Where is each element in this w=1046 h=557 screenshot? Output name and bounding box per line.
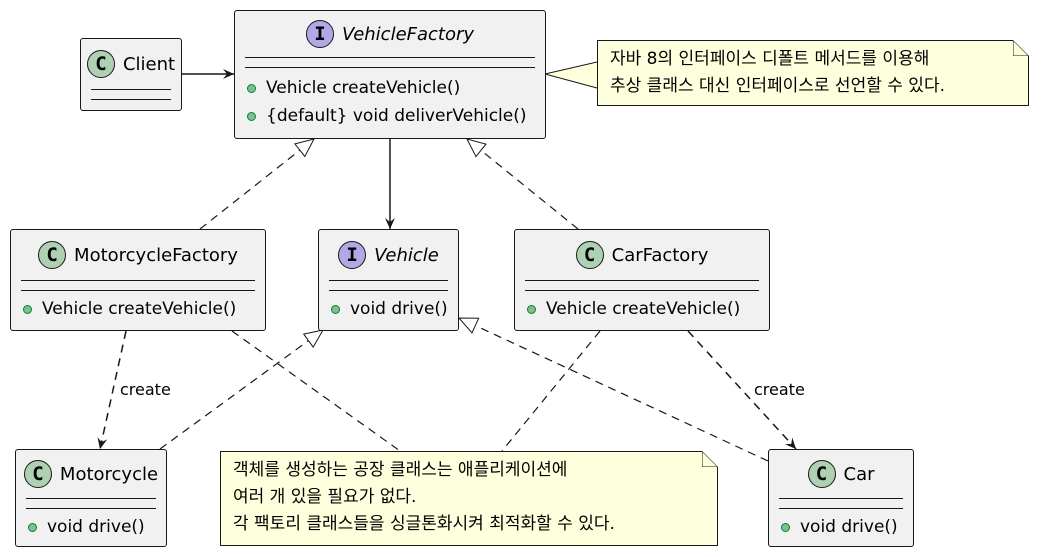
method-create-vehicle: Vehicle createVehicle() (515, 295, 769, 323)
car-realization-edge (459, 317, 769, 462)
note-line: 각 팩토리 클래스들을 싱글톤화시켜 최적화할 수 있다. (233, 514, 615, 534)
class-badge-icon: C (86, 50, 115, 78)
method-drive: void drive() (319, 295, 458, 323)
public-method-icon (247, 83, 256, 93)
public-method-icon (247, 111, 256, 121)
class-badge-icon: C (23, 460, 52, 488)
interface-note-pointer (545, 62, 597, 88)
vehicle-factory-interface[interactable]: I VehicleFactory Vehicle createVehicle()… (234, 10, 546, 139)
vehicle-name: Vehicle (374, 244, 439, 266)
method-drive: void drive() (769, 513, 913, 541)
note-link-car-factory (501, 330, 601, 452)
vehicle-interface[interactable]: I Vehicle void drive() (318, 229, 459, 331)
motorcycle-realization-edge (159, 330, 323, 450)
class-badge-icon: C (38, 241, 67, 269)
class-badge-icon: C (575, 241, 604, 269)
note-fold-icon (1013, 40, 1029, 56)
car-factory-creates-edge (687, 330, 797, 450)
public-method-icon (28, 522, 37, 532)
public-method-icon (331, 304, 340, 314)
create-label-left: create (120, 380, 171, 399)
interface-badge-icon: I (338, 241, 367, 269)
note-fold-icon (702, 451, 718, 467)
note-link-motorcycle-factory (231, 330, 401, 452)
car-name: Car (843, 463, 875, 485)
motorcycle-factory-class[interactable]: C MotorcycleFactory Vehicle createVehicl… (10, 229, 266, 331)
method-create-vehicle: Vehicle createVehicle() (235, 74, 545, 102)
class-badge-icon: C (807, 460, 836, 488)
motorcycle-name: Motorcycle (59, 463, 159, 485)
motorcycle-factory-name: MotorcycleFactory (74, 244, 238, 266)
car-factory-class[interactable]: C CarFactory Vehicle createVehicle() (514, 229, 770, 331)
motorcycle-factory-creates-edge (97, 330, 127, 450)
client-class[interactable]: C Client (80, 38, 182, 111)
car-factory-name: CarFactory (611, 244, 709, 266)
interface-badge-icon: I (305, 20, 334, 48)
motorcycle-factory-realization-edge (199, 139, 314, 230)
method-create-vehicle: Vehicle createVehicle() (11, 295, 265, 323)
interface-default-method-note: 자바 8의 인터페이스 디폴트 메서드를 이용해 추상 클래스 대신 인터페이스… (597, 40, 1029, 106)
client-name: Client (122, 53, 176, 75)
note-line: 여러 개 있을 필요가 없다. (233, 487, 417, 507)
vehicle-factory-name: VehicleFactory (341, 23, 475, 45)
motorcycle-class[interactable]: C Motorcycle void drive() (15, 449, 167, 547)
note-line: 자바 8의 인터페이스 디폴트 메서드를 이용해 (610, 49, 930, 69)
public-method-icon (781, 522, 790, 532)
car-factory-realization-edge (467, 139, 579, 230)
public-method-icon (23, 304, 32, 314)
car-class[interactable]: C Car void drive() (768, 449, 914, 547)
create-label-right: create (754, 380, 805, 399)
method-drive: void drive() (16, 513, 166, 541)
method-deliver-vehicle: {default} void deliverVehicle() (235, 102, 545, 130)
public-method-icon (527, 304, 536, 314)
singleton-factory-note: 객체를 생성하는 공장 클래스는 애플리케이션에 여러 개 있을 필요가 없다.… (220, 451, 718, 546)
note-line: 추상 클래스 대신 인터페이스로 선언할 수 있다. (610, 76, 945, 96)
note-line: 객체를 생성하는 공장 클래스는 애플리케이션에 (233, 460, 568, 480)
